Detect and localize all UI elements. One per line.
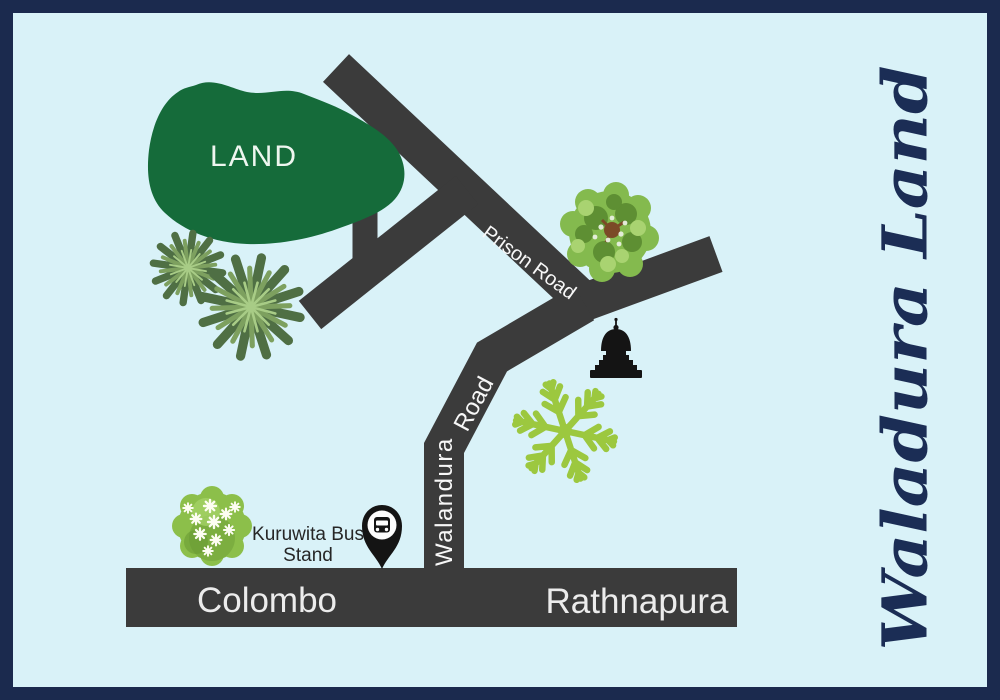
- stupa-icon: [590, 317, 642, 378]
- destination-rathnapura: Rathnapura: [546, 582, 729, 621]
- bus-stop-pin-icon: [362, 505, 402, 569]
- road-prison: [322, 54, 723, 324]
- bus-stand-label: Kuruwita Bus: [252, 524, 364, 545]
- watermark-title: Waladura Land: [869, 66, 942, 651]
- destination-colombo: Colombo: [197, 581, 337, 620]
- road-network: [298, 54, 723, 572]
- walandura-road-label: Walandura: [431, 437, 458, 566]
- bus-icon: [374, 517, 390, 533]
- road-branch: [298, 175, 479, 330]
- fern-plant-icon: [506, 373, 624, 489]
- round-tree-icon: [560, 182, 659, 282]
- bus-stand-label-2: Stand: [283, 545, 333, 566]
- flower-bush-icon: [172, 486, 252, 566]
- road-walandura: [424, 285, 595, 572]
- road-main-highway: [126, 568, 737, 627]
- land-label: LAND: [210, 140, 298, 173]
- land-parcel: [147, 82, 405, 245]
